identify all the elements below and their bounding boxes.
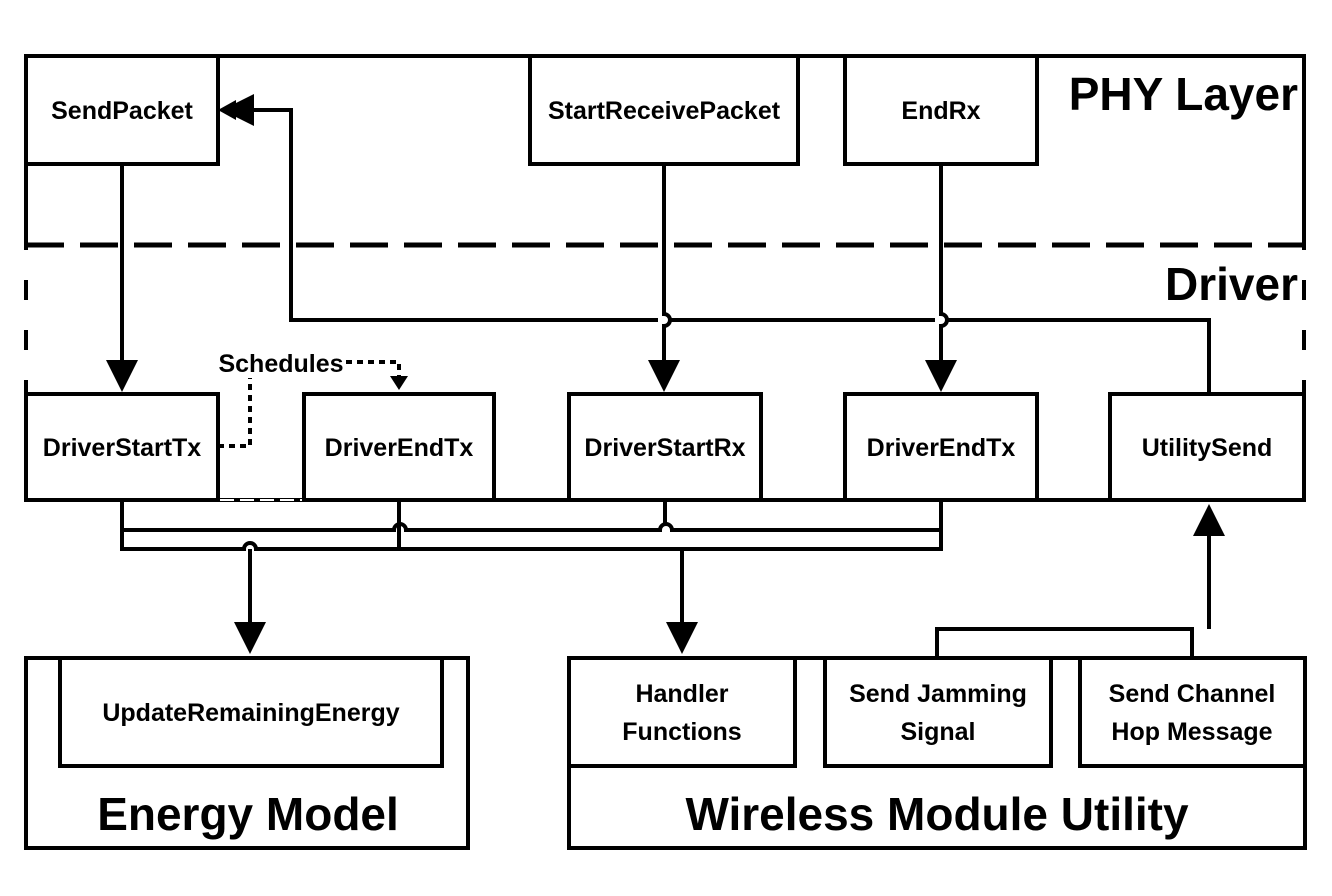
arrow-utilitysend-to-sendpacket (226, 110, 1211, 394)
energy-model-title: Energy Model (97, 788, 399, 840)
driver-start-tx-label: DriverStartTx (43, 434, 201, 462)
schedules-label: Schedules (218, 350, 343, 378)
send-channel-hop-label-line2: Hop Message (1111, 718, 1272, 746)
schedules-dotted-line (218, 378, 252, 448)
utility-send-box (1108, 392, 1306, 502)
driver-end-tx-label-1: DriverEndTx (325, 434, 474, 462)
phy-layer-title: PHY Layer (1069, 68, 1298, 120)
driver-end-tx-box-1 (302, 392, 496, 502)
start-receive-packet-label: StartReceivePacket (548, 97, 781, 125)
handler-bus (397, 530, 943, 551)
send-packet-label: SendPacket (51, 97, 193, 125)
driver-end-tx-label-2: DriverEndTx (867, 434, 1016, 462)
utility-feed-line (935, 627, 1194, 658)
end-rx-label: EndRx (901, 97, 980, 125)
handler-functions-label-line2: Functions (622, 718, 741, 746)
schedules-arrow-head (390, 376, 408, 390)
send-channel-hop-label-line1: Send Channel (1109, 680, 1276, 708)
arrow-head-sendpacket (218, 100, 236, 120)
send-jamming-signal-label-line2: Signal (900, 718, 975, 746)
end-rx-box (843, 54, 1039, 166)
update-remaining-energy-box (58, 656, 444, 768)
update-remaining-energy-label: UpdateRemainingEnergy (102, 699, 399, 727)
driver-start-rx-box (567, 392, 763, 502)
driver-layer-title: Driver (1165, 258, 1298, 310)
handler-functions-label-line1: Handler (635, 680, 728, 708)
send-jamming-signal-label-line1: Send Jamming (849, 680, 1027, 708)
wireless-module-utility-title: Wireless Module Utility (685, 788, 1189, 840)
energy-bus-upper (120, 500, 943, 532)
energy-bus-lower (120, 500, 401, 551)
handler-functions-box (567, 656, 797, 768)
utility-send-label: UtilitySend (1142, 434, 1273, 462)
send-channel-hop-box (1078, 656, 1307, 768)
driver-start-rx-label: DriverStartRx (584, 434, 745, 462)
send-jamming-signal-box (823, 656, 1053, 768)
start-receive-packet-box (528, 54, 800, 166)
